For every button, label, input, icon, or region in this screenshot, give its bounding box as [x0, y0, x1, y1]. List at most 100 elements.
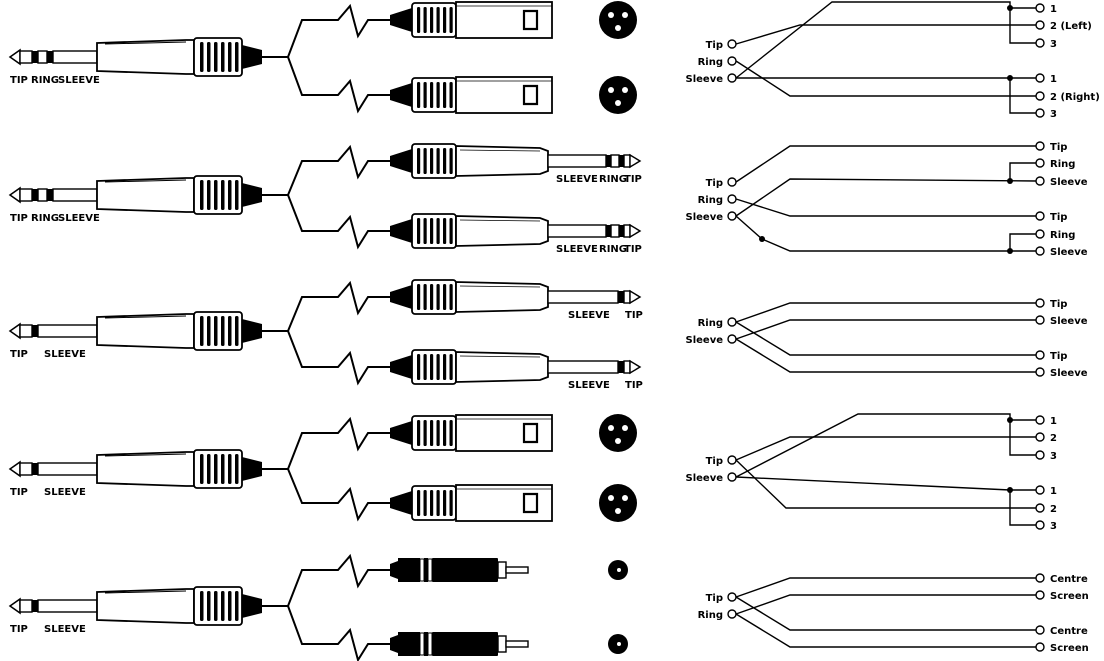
plug-tip-segment — [623, 154, 631, 168]
plug-strain-relief — [390, 421, 412, 445]
output-terminal — [1035, 590, 1045, 600]
xlr-pin — [608, 87, 614, 93]
rca-band — [419, 558, 425, 582]
plug-grip-rib — [449, 82, 453, 108]
jack-grip-rib — [200, 591, 204, 621]
wire — [735, 319, 1036, 340]
wire — [1009, 490, 1036, 526]
pin-terminal — [727, 56, 737, 66]
jack-ring-segment — [37, 188, 48, 202]
pin-terminal — [727, 592, 737, 602]
plug-grip-rib — [449, 490, 453, 516]
jack-grip-rib — [221, 316, 225, 346]
plug-strain-relief — [390, 219, 412, 243]
jack-body — [96, 313, 195, 349]
rca-band — [419, 632, 425, 656]
pin-label: Sleeve — [686, 74, 724, 85]
plug-label: TIP — [624, 244, 642, 255]
wire — [735, 413, 1011, 478]
output-label: Ring — [1050, 230, 1075, 241]
cable-branch-top — [287, 553, 390, 607]
plug-grip-rib — [436, 218, 440, 244]
source-label: RING — [31, 75, 59, 86]
xlr-pin — [622, 425, 628, 431]
plug-grip-rib — [436, 284, 440, 310]
plug-body — [455, 281, 549, 313]
jack-grip-rib — [221, 454, 225, 484]
plug-strain-relief — [390, 491, 412, 515]
cable-branch-bottom — [287, 468, 390, 522]
jack-sleeve-segment — [52, 50, 98, 64]
output-terminal — [1035, 211, 1045, 221]
jack-body — [96, 588, 195, 624]
wire — [735, 436, 1036, 461]
pin-terminal — [727, 472, 737, 482]
wire — [735, 1, 1011, 79]
output-label: 1 — [1050, 4, 1057, 15]
jack-grip-rib — [200, 316, 204, 346]
jack-grip-rib — [228, 42, 232, 72]
plug-grip-rib — [443, 7, 447, 33]
cable-branch-bottom — [287, 56, 390, 114]
plug-grip-rib — [423, 7, 427, 33]
plug-grip-rib — [443, 218, 447, 244]
pin-terminal — [727, 334, 737, 344]
output-terminal — [1035, 176, 1045, 186]
plug-grip-rib — [443, 420, 447, 446]
wire — [735, 215, 1036, 252]
wire — [735, 178, 1037, 217]
xlr-pin — [615, 438, 621, 444]
output-terminal — [1035, 20, 1045, 30]
jack-grip-rib — [235, 316, 239, 346]
cable-branch-top — [287, 144, 390, 196]
rca-band — [427, 632, 433, 656]
output-label: 2 (Left) — [1050, 21, 1092, 32]
jack-grip-rib — [200, 42, 204, 72]
wire — [1009, 162, 1036, 181]
jack-ring-segment — [37, 50, 48, 64]
pin-label: Ring — [698, 610, 723, 621]
xlr-pin — [622, 495, 628, 501]
cable-branch-bottom — [287, 194, 390, 250]
jack-grip-rib — [214, 591, 218, 621]
rca-pin — [505, 640, 529, 648]
jack-grip-rib — [235, 180, 239, 210]
pin-terminal — [727, 73, 737, 83]
xlr-pin — [615, 100, 621, 106]
plug-grip-rib — [430, 82, 434, 108]
plug-grip-rib — [423, 284, 427, 310]
plug-grip-rib — [417, 218, 421, 244]
rca-pin — [505, 566, 529, 574]
cable-branch-bottom — [287, 330, 390, 386]
junction-dot — [1007, 417, 1013, 423]
plug-grip-rib — [436, 148, 440, 174]
plug-grip-rib — [449, 148, 453, 174]
output-label: Screen — [1050, 591, 1089, 602]
jack-grip-rib — [221, 591, 225, 621]
plug-grip-rib — [436, 354, 440, 380]
plug-label: TIP — [624, 174, 642, 185]
rca-face-pin — [617, 568, 621, 572]
jack-insulator — [32, 325, 38, 337]
xlr-pin — [622, 12, 628, 18]
pin-label: Ring — [698, 318, 723, 329]
jack-insulator — [32, 189, 38, 201]
xlr-latch — [522, 84, 539, 106]
xlr-latch — [522, 9, 539, 31]
xlr-pin — [622, 87, 628, 93]
jack-tip — [8, 460, 21, 478]
jack-grip-rib — [214, 316, 218, 346]
plug-grip-rib — [449, 7, 453, 33]
source-label: SLEEVE — [44, 349, 86, 360]
jack-tip-segment — [19, 462, 33, 476]
plug-grip-rib — [436, 82, 440, 108]
output-terminal — [1035, 520, 1045, 530]
output-terminal — [1035, 158, 1045, 168]
junction-dot — [759, 236, 765, 242]
